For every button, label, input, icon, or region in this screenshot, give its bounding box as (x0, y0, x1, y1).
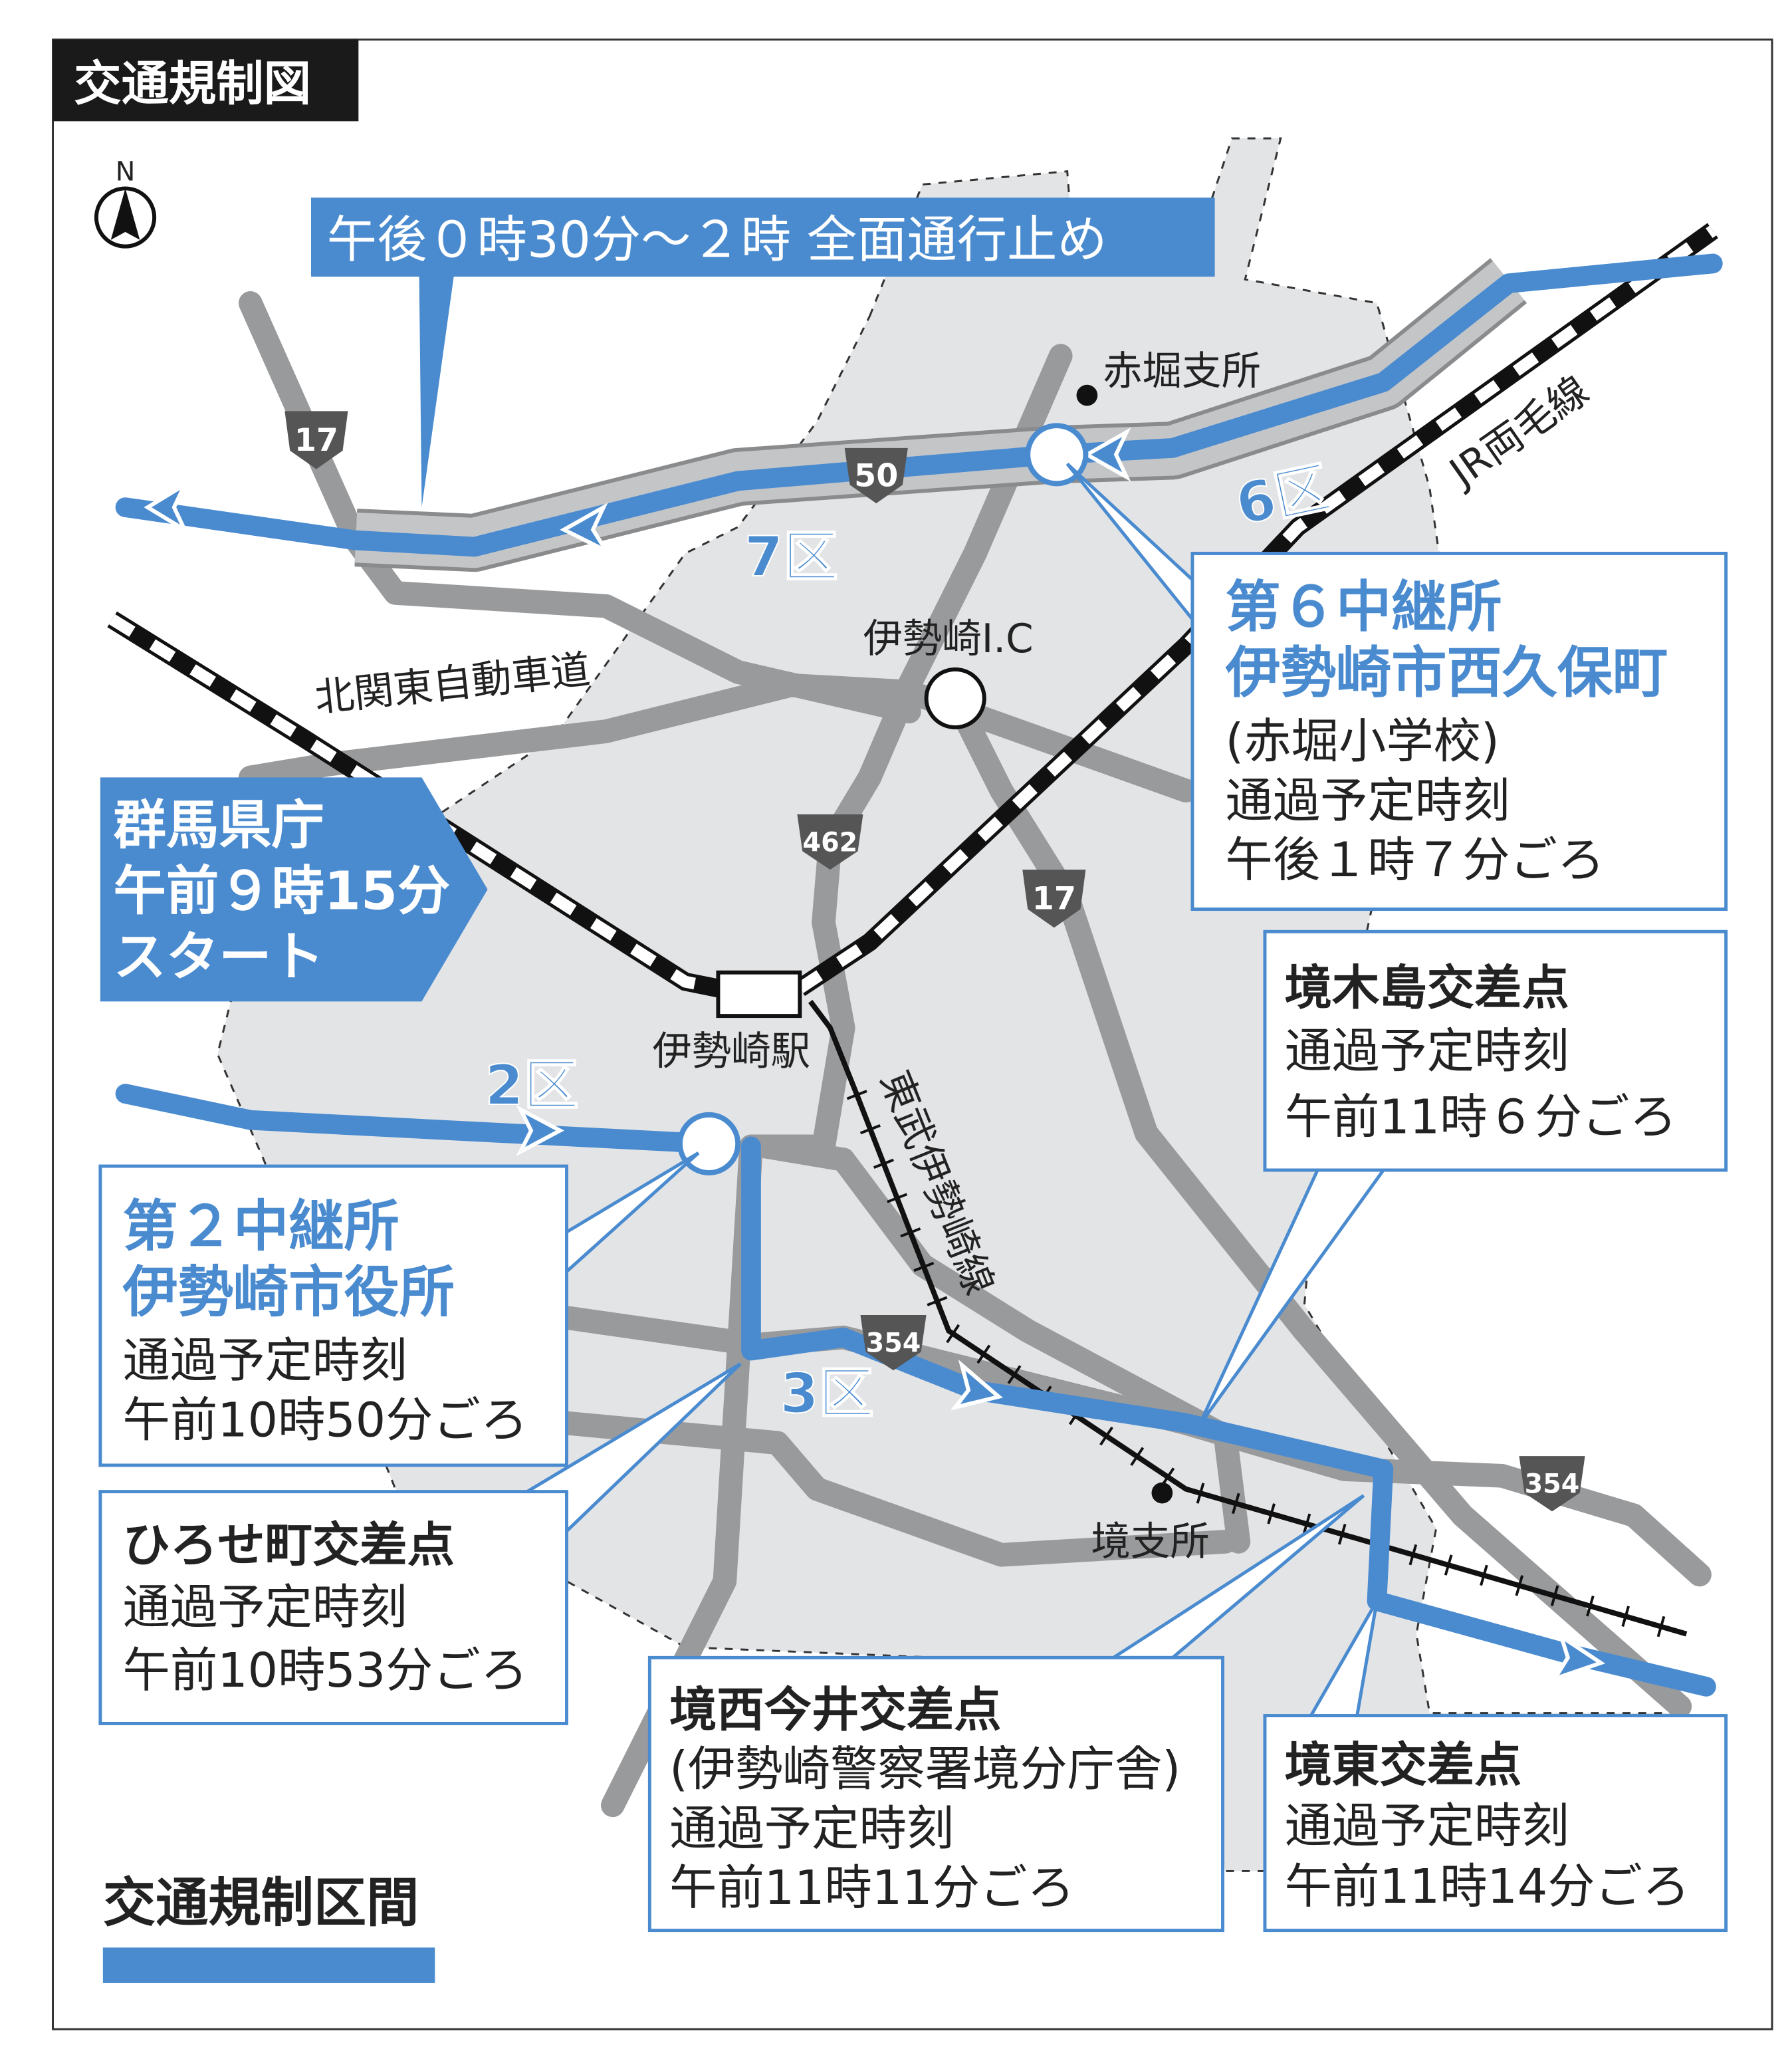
callout-relay-6: 第６中継所 伊勢崎市西久保町 (赤堀小学校) 通過予定時刻 午後１時７分ごろ (1065, 462, 1728, 911)
title-box (53, 39, 359, 122)
svg-text:伊勢崎市役所: 伊勢崎市役所 (122, 1260, 455, 1324)
north-arrow-icon: N (94, 157, 157, 249)
svg-text:午後０時30分～２時 全面通行止め: 午後０時30分～２時 全面通行止め (327, 210, 1107, 269)
svg-text:(伊勢崎警察署境分庁舎): (伊勢崎警察署境分庁舎) (669, 1742, 1180, 1797)
legend-swatch (102, 1947, 435, 1983)
full-closure-banner: 午後０時30分～２時 全面通行止め (310, 197, 1215, 508)
route-shield-17: 17 (284, 411, 348, 469)
isesaki-ic-label: 伊勢崎I.C (863, 616, 1033, 662)
akabori-branch-dot (1076, 384, 1098, 406)
route-shield-462: 462 (797, 814, 863, 870)
sakai-branch-dot (1151, 1482, 1173, 1504)
svg-text:境木島交差点: 境木島交差点 (1285, 960, 1569, 1015)
svg-text:通過予定時刻: 通過予定時刻 (123, 1333, 407, 1388)
svg-text:通過予定時刻: 通過予定時刻 (1285, 1798, 1569, 1854)
regulated-routes (115, 253, 1723, 1697)
svg-text:N: N (116, 157, 136, 187)
svg-text:交通規制区間: 交通規制区間 (103, 1872, 419, 1934)
svg-text:(赤堀小学校): (赤堀小学校) (1225, 714, 1499, 769)
map-title: 交通規制図 (74, 57, 311, 112)
svg-text:354: 354 (866, 1328, 921, 1359)
svg-text:午前９時15分: 午前９時15分 (114, 860, 451, 922)
direction-arrow-icon (1550, 1631, 1606, 1683)
callout-sakainishiimai: 境西今井交差点 (伊勢崎警察署境分庁舎) 通過予定時刻 午前11時11分ごろ (647, 1494, 1365, 1933)
callout-relay-2: 第２中継所 伊勢崎市役所 通過予定時刻 午前10時50分ごろ (98, 1151, 700, 1467)
isesaki-station-icon (716, 970, 802, 1019)
akabori-branch-label: 赤堀支所 (1103, 349, 1261, 395)
svg-text:17: 17 (1032, 881, 1076, 917)
legend: 交通規制区間 (102, 1872, 435, 1983)
route-shield-17: 17 (1022, 870, 1086, 928)
svg-text:群馬県庁: 群馬県庁 (114, 794, 324, 856)
map-frame (52, 38, 1773, 2030)
svg-text:第２中継所: 第２中継所 (123, 1194, 399, 1259)
svg-text:午前11時14分ごろ: 午前11時14分ごろ (1285, 1859, 1690, 1914)
svg-text:午後１時７分ごろ: 午後１時７分ごろ (1225, 832, 1605, 888)
svg-text:午前10時53分ごろ: 午前10時53分ごろ (123, 1643, 528, 1698)
start-label: 群馬県庁 午前９時15分 スタート (100, 777, 488, 1002)
svg-text:境東交差点: 境東交差点 (1285, 1738, 1522, 1793)
direction-arrow-icon (950, 1359, 1003, 1411)
section-3-label: 3区 (780, 1362, 874, 1426)
svg-text:通過予定時刻: 通過予定時刻 (123, 1580, 407, 1635)
callout-sakaikijima: 境木島交差点 通過予定時刻 午前11時６分ごろ (1197, 929, 1728, 1427)
direction-arrow-icon (560, 502, 612, 556)
svg-text:354: 354 (1525, 1469, 1580, 1500)
route-shield-354: 354 (1519, 1456, 1585, 1512)
svg-text:50: 50 (854, 457, 898, 494)
relay-station-2-marker (677, 1112, 741, 1175)
svg-text:462: 462 (803, 827, 858, 858)
direction-arrow-icon (1083, 427, 1131, 482)
direction-arrow-icon (144, 479, 189, 535)
svg-text:午前10時50分ごろ: 午前10時50分ごろ (123, 1392, 528, 1447)
section-7-label: 7区 (744, 525, 838, 589)
svg-text:午前11時11分ごろ: 午前11時11分ごろ (669, 1860, 1075, 1915)
svg-text:通過予定時刻: 通過予定時刻 (669, 1801, 954, 1856)
callout-sakaihigashi: 境東交差点 通過予定時刻 午前11時14分ごろ (1263, 1600, 1728, 1933)
interchange-marker (924, 667, 986, 730)
route-shield-354: 354 (860, 1315, 927, 1371)
section-2-label: 2区 (485, 1053, 579, 1118)
svg-text:17: 17 (294, 422, 338, 459)
svg-text:午前11時６分ごろ: 午前11時６分ごろ (1285, 1090, 1677, 1145)
sakai-branch-label: 境支所 (1091, 1519, 1209, 1565)
svg-text:境西今井交差点: 境西今井交差点 (669, 1682, 1001, 1737)
route-shield-50: 50 (844, 447, 908, 504)
svg-text:第６中継所: 第６中継所 (1225, 574, 1502, 639)
tobu-isesaki-line (808, 999, 1690, 1644)
isesaki-station-label: 伊勢崎駅 (652, 1028, 810, 1074)
direction-arrow-icon (516, 1104, 564, 1157)
svg-text:伊勢崎市西久保町: 伊勢崎市西久保町 (1224, 641, 1668, 705)
svg-text:通過予定時刻: 通過予定時刻 (1225, 773, 1510, 828)
svg-text:スタート: スタート (114, 926, 324, 988)
svg-text:通過予定時刻: 通過予定時刻 (1285, 1023, 1569, 1078)
callout-hirose: ひろせ町交差点 通過予定時刻 午前10時53分ごろ (98, 1362, 742, 1725)
svg-text:ひろせ町交差点: ひろせ町交差点 (123, 1518, 455, 1573)
jr-ryomo-line (107, 223, 1718, 1019)
